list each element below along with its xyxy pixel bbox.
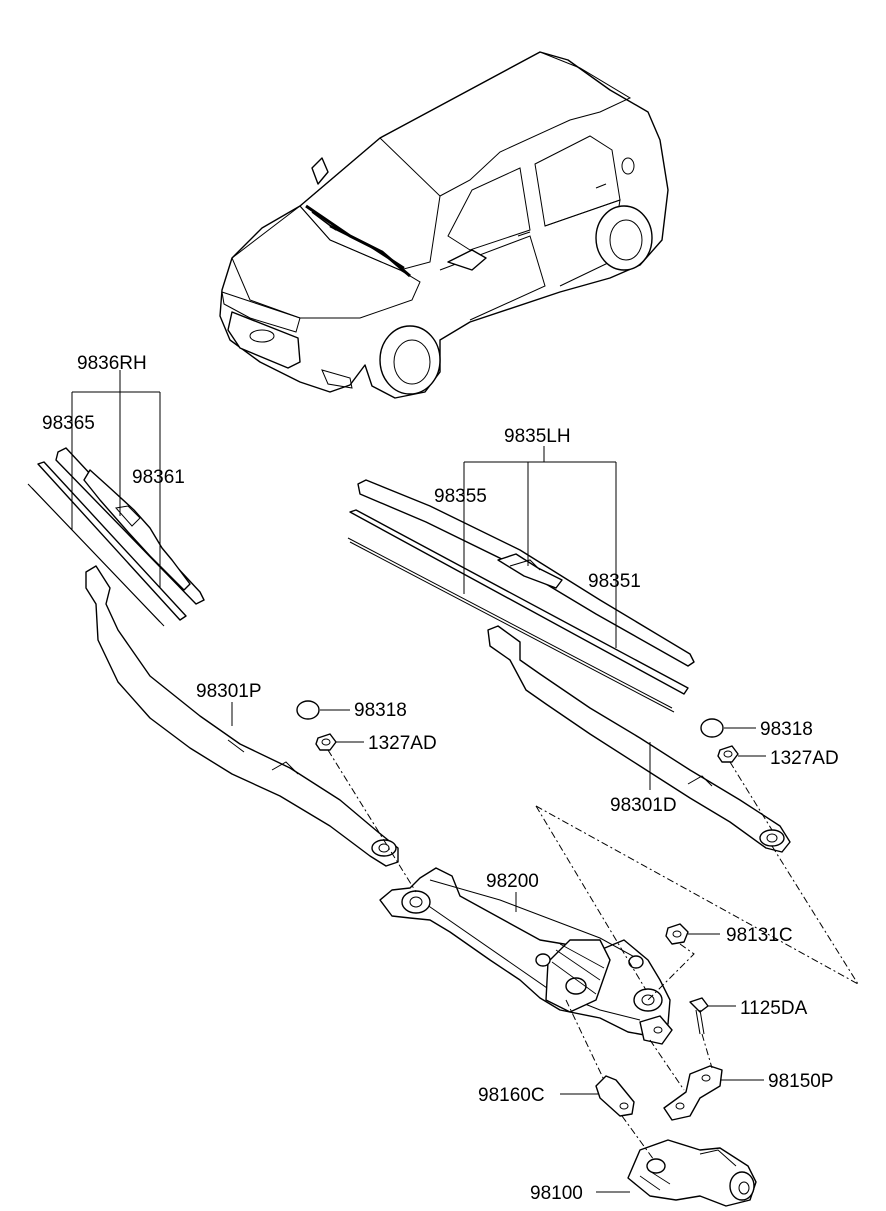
label-arm-driver: 98301D [610, 795, 677, 816]
leader-lines [71, 370, 766, 1193]
bolt-upper-part [665, 923, 689, 945]
blade-lh-assembly [347, 479, 695, 713]
crank-arm-part [595, 1075, 635, 1117]
wiper-arm-passenger [85, 565, 399, 867]
label-nut-right: 1327AD [770, 748, 839, 769]
blade-rh-assembly [27, 447, 205, 627]
bolt-lower-part [689, 997, 709, 1035]
label-bracket: 98150P [768, 1071, 834, 1092]
label-cap-right: 98318 [760, 719, 813, 740]
label-crank-arm: 98160C [478, 1085, 545, 1106]
bracket-part [663, 1065, 723, 1121]
label-refill-rh: 98365 [42, 413, 95, 434]
label-blade-rh: 98361 [132, 467, 185, 488]
alignment-lines [327, 749, 859, 1161]
wiper-linkage [379, 867, 673, 1045]
label-bolt-lower: 1125DA [740, 998, 808, 1019]
nut-right-part [717, 745, 739, 763]
label-bolt-upper: 98131C [726, 925, 793, 946]
label-blade-lh: 98351 [588, 571, 641, 592]
label-linkage: 98200 [486, 871, 539, 892]
nut-left-part [315, 733, 337, 751]
label-blade-rh-assy: 9836RH [77, 353, 147, 374]
label-arm-passenger: 98301P [196, 681, 262, 702]
cap-right-part [700, 718, 724, 738]
part-labels: 9836RH 98365 98361 9835LH 98355 98351 98… [42, 353, 839, 1204]
cap-left-part [296, 700, 320, 720]
wiper-motor-part [627, 1139, 757, 1207]
wiper-arm-driver [487, 625, 791, 853]
label-motor: 98100 [530, 1183, 583, 1204]
label-blade-lh-assy: 9835LH [504, 426, 571, 447]
car-illustration [219, 51, 669, 399]
label-cap-left: 98318 [354, 700, 407, 721]
label-nut-left: 1327AD [368, 733, 437, 754]
label-refill-lh: 98355 [434, 486, 487, 507]
